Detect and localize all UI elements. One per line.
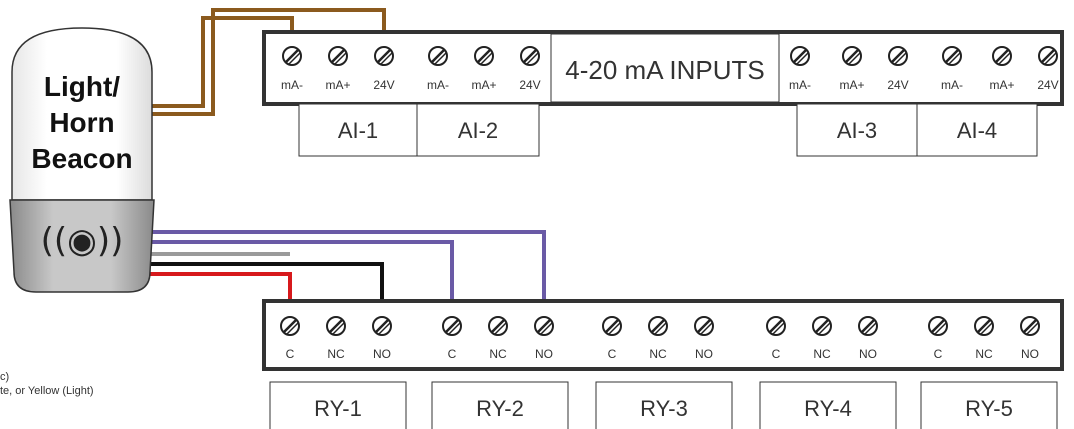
relay-terminal-label: C bbox=[286, 347, 295, 361]
ai-channel-label-2: AI-2 bbox=[458, 118, 498, 143]
beacon: Light/ Horn Beacon ((◉)) bbox=[9, 27, 155, 293]
legend-line-2: te, or Yellow (Light) bbox=[0, 385, 94, 397]
relay-channel-box-2 bbox=[431, 381, 569, 429]
relay-terminal-label: NO bbox=[373, 347, 391, 361]
relay-channel-box-3 bbox=[595, 381, 733, 429]
ai-terminal-label: mA+ bbox=[839, 78, 864, 92]
relay-terminal-label: NC bbox=[327, 347, 345, 361]
wires bbox=[150, 8, 546, 318]
legend-line-1: c) bbox=[0, 371, 9, 383]
beacon-label-line-3: Beacon bbox=[31, 143, 132, 174]
relay-channel-box-4 bbox=[759, 381, 897, 429]
relay-channel-box-1 bbox=[269, 381, 407, 429]
ai-terminal-label: mA- bbox=[789, 78, 811, 92]
relay-terminal-screw bbox=[442, 316, 462, 336]
ai-title-box bbox=[550, 33, 780, 103]
beacon-base bbox=[9, 199, 155, 293]
ai-terminal-label: mA- bbox=[427, 78, 449, 92]
legend: c) te, or Yellow (Light) bbox=[0, 371, 94, 397]
wire-purple-1 bbox=[150, 230, 546, 318]
ai-terminal-label: mA+ bbox=[325, 78, 350, 92]
relay-terminal-screw bbox=[488, 316, 508, 336]
relay-channel-label-4: RY-4 bbox=[804, 396, 852, 421]
ai-terminals: mA-mA+ 24V mA-mA+ 24V mA-mA+ 24V mA-mA+ 24V bbox=[281, 46, 1059, 92]
relay-channel-label-5: RY-5 bbox=[965, 396, 1013, 421]
ai-terminal-block: 4-20 mA INPUTS mA-mA+ 24V mA-mA+ 24V mA-mA+ 2… bbox=[262, 30, 1064, 157]
ai-channel-label-4: AI-4 bbox=[957, 118, 997, 143]
relay-terminal-label: NC bbox=[975, 347, 993, 361]
relay-channel-label-2: RY-2 bbox=[476, 396, 524, 421]
ai-terminal-label: 24V bbox=[519, 78, 540, 92]
relay-terminal-screw bbox=[326, 316, 346, 336]
relay-terminal-label: C bbox=[934, 347, 943, 361]
relay-terminal-screw bbox=[372, 316, 392, 336]
ai-terminal-label: mA+ bbox=[471, 78, 496, 92]
relay-channel-box-5 bbox=[920, 381, 1058, 429]
ai-terminal-screw bbox=[474, 46, 494, 66]
ai-channel-box-2 bbox=[416, 103, 540, 157]
relay-terminal-label: NO bbox=[535, 347, 553, 361]
relay-terminal-screw bbox=[812, 316, 832, 336]
relay-terminal-label: NC bbox=[489, 347, 507, 361]
ai-channel-box-4 bbox=[916, 103, 1038, 157]
ai-terminal-screw bbox=[374, 46, 394, 66]
ai-channel-box-3 bbox=[796, 103, 918, 157]
relay-terminal-screw bbox=[858, 316, 878, 336]
ai-terminal-label: mA- bbox=[281, 78, 303, 92]
relay-terminal-screw bbox=[928, 316, 948, 336]
beacon-label-line-2: Horn bbox=[49, 107, 114, 138]
ai-channel-label-3: AI-3 bbox=[837, 118, 877, 143]
ai-terminal-label: 24V bbox=[887, 78, 908, 92]
relay-terminal-label: C bbox=[448, 347, 457, 361]
relay-terminals: C NC NO C NC NO C NC NO C NC NO C NC NO bbox=[280, 316, 1040, 361]
ai-terminal-screw bbox=[1038, 46, 1058, 66]
ai-terminal-screw bbox=[888, 46, 908, 66]
siren-icon: ((◉)) bbox=[41, 221, 124, 261]
wire-purple-2 bbox=[150, 240, 454, 318]
relay-terminal-screw bbox=[648, 316, 668, 336]
relay-terminal-screw bbox=[1020, 316, 1040, 336]
ai-terminal-screw bbox=[428, 46, 448, 66]
relay-channel-label-1: RY-1 bbox=[314, 396, 362, 421]
ai-channel-label-1: AI-1 bbox=[338, 118, 378, 143]
ai-terminal-screw bbox=[790, 46, 810, 66]
relay-terminal-label: C bbox=[772, 347, 781, 361]
relay-terminal-label: C bbox=[608, 347, 617, 361]
wire-brown-2 bbox=[150, 8, 386, 116]
ai-terminal-label: mA- bbox=[941, 78, 963, 92]
relay-terminal-label: NC bbox=[813, 347, 831, 361]
relay-block-frame bbox=[262, 299, 1064, 371]
ai-terminal-screw bbox=[942, 46, 962, 66]
relay-terminal-label: NO bbox=[859, 347, 877, 361]
relay-terminal-label: NC bbox=[649, 347, 667, 361]
beacon-dome bbox=[11, 27, 153, 201]
relay-terminal-screw bbox=[280, 316, 300, 336]
relay-terminal-label: NO bbox=[695, 347, 713, 361]
relay-terminal-label: NO bbox=[1021, 347, 1039, 361]
ai-terminal-screw bbox=[992, 46, 1012, 66]
ai-title: 4-20 mA INPUTS bbox=[565, 55, 764, 85]
relay-terminal-screw bbox=[974, 316, 994, 336]
relay-terminal-screw bbox=[602, 316, 622, 336]
ai-terminal-label: mA+ bbox=[989, 78, 1014, 92]
relay-terminal-screw bbox=[766, 316, 786, 336]
ai-terminal-label: 24V bbox=[373, 78, 394, 92]
beacon-label-line-1: Light/ bbox=[44, 71, 120, 102]
ai-terminal-screw bbox=[842, 46, 862, 66]
ai-terminal-label: 24V bbox=[1037, 78, 1058, 92]
relay-terminal-block: C NC NO C NC NO C NC NO C NC NO C NC NO RY-1 RY-2 RY-3… bbox=[262, 299, 1064, 429]
relay-terminal-screw bbox=[694, 316, 714, 336]
ai-terminal-screw bbox=[520, 46, 540, 66]
ai-terminal-screw bbox=[282, 46, 302, 66]
relay-terminal-screw bbox=[534, 316, 554, 336]
ai-terminal-screw bbox=[328, 46, 348, 66]
wire-brown-1 bbox=[150, 16, 294, 108]
relay-channel-label-3: RY-3 bbox=[640, 396, 688, 421]
